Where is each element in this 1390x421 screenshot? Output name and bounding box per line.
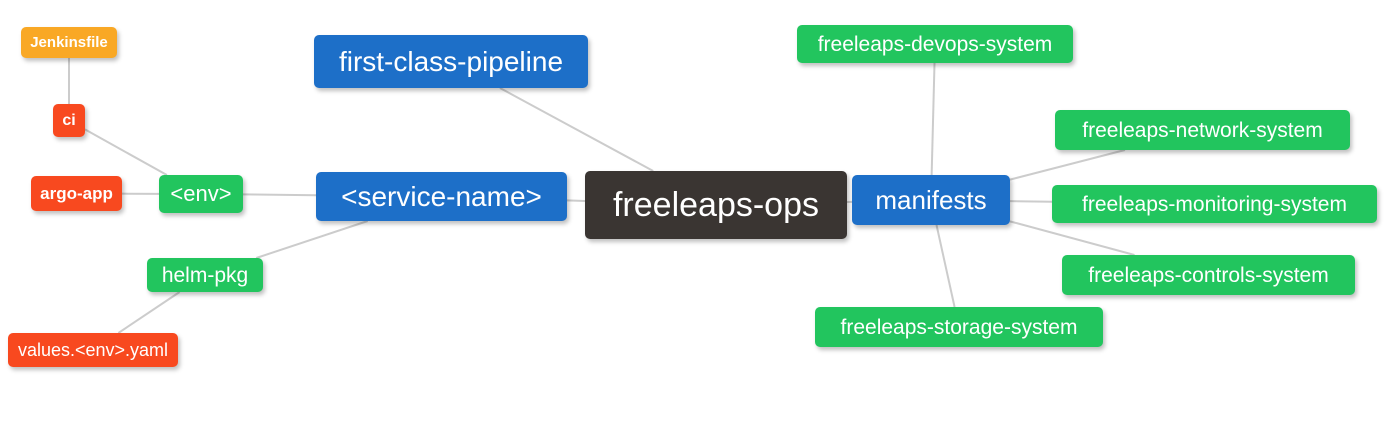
node-freeleaps-network-system[interactable]: freeleaps-network-system bbox=[1055, 110, 1350, 150]
edge-ci-env bbox=[84, 128, 168, 176]
edge-first_class_pipeline-freeleaps_ops bbox=[499, 87, 654, 172]
node-jenkinsfile[interactable]: Jenkinsfile bbox=[21, 27, 117, 58]
edge-values_env_yaml-helm_pkg bbox=[117, 291, 181, 334]
node-ci[interactable]: ci bbox=[53, 104, 85, 137]
edge-manifests-storage_system bbox=[935, 224, 956, 308]
node-values-env-yaml[interactable]: values.<env>.yaml bbox=[8, 333, 178, 367]
node-freeleaps-storage-system[interactable]: freeleaps-storage-system bbox=[815, 307, 1103, 347]
node-argo-app[interactable]: argo-app bbox=[31, 176, 122, 211]
node-freeleaps-monitoring-system[interactable]: freeleaps-monitoring-system bbox=[1052, 185, 1377, 223]
edge-service_name-freeleaps_ops bbox=[566, 199, 586, 202]
node-freeleaps-devops-system[interactable]: freeleaps-devops-system bbox=[797, 25, 1073, 63]
node-env[interactable]: <env> bbox=[159, 175, 243, 213]
node-first-class-pipeline[interactable]: first-class-pipeline bbox=[314, 35, 588, 88]
edge-manifests-controls_system bbox=[1009, 220, 1135, 256]
node-freeleaps-ops-root[interactable]: freeleaps-ops bbox=[585, 171, 847, 239]
edge-env-service_name bbox=[242, 193, 317, 197]
node-freeleaps-controls-system[interactable]: freeleaps-controls-system bbox=[1062, 255, 1355, 295]
node-helm-pkg[interactable]: helm-pkg bbox=[147, 258, 263, 292]
node-manifests[interactable]: manifests bbox=[852, 175, 1010, 225]
edge-helm_pkg-service_name bbox=[255, 220, 369, 259]
edge-manifests-monitoring_system bbox=[1009, 200, 1053, 203]
edge-manifests-devops_system bbox=[930, 62, 936, 176]
edge-manifests-network_system bbox=[1009, 149, 1126, 181]
node-service-name[interactable]: <service-name> bbox=[316, 172, 567, 221]
